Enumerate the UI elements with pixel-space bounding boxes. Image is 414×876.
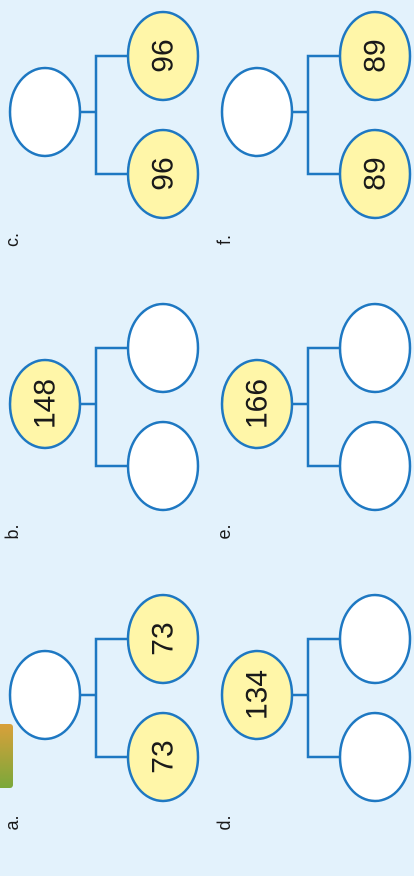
whole-oval[interactable]	[8, 66, 82, 158]
part-oval	[338, 128, 412, 220]
part-oval[interactable]	[338, 711, 412, 803]
part-oval	[126, 593, 200, 685]
part-oval[interactable]	[338, 302, 412, 394]
number-bond-d: 134 d.	[214, 593, 412, 831]
problem-label: f.	[214, 235, 234, 245]
number-bond-a: 73 73 a.	[2, 593, 200, 831]
part-oval-value: 73	[147, 622, 180, 655]
bond-connector	[289, 637, 342, 759]
whole-oval-value: 134	[241, 670, 274, 720]
part-oval	[126, 128, 200, 220]
part-oval[interactable]	[126, 420, 200, 512]
whole-oval-value: 166	[241, 379, 274, 429]
part-oval-value: 96	[147, 39, 180, 72]
number-bond-c: 96 96 c.	[2, 10, 200, 247]
problem-label: d.	[214, 815, 234, 830]
bond-connector	[77, 346, 130, 468]
whole-oval[interactable]	[8, 649, 82, 741]
bond-connector	[77, 637, 130, 759]
number-bond-b: 148 b.	[2, 302, 200, 540]
part-oval	[126, 711, 200, 803]
problem-label: a.	[2, 815, 22, 830]
part-oval[interactable]	[126, 302, 200, 394]
part-oval[interactable]	[338, 420, 412, 512]
number-bond-f: 89 89 f.	[214, 10, 412, 245]
whole-oval-value: 148	[29, 379, 62, 429]
part-oval-value: 89	[359, 157, 392, 190]
part-oval	[126, 10, 200, 102]
whole-oval	[220, 358, 294, 450]
number-bond-e: 166 e.	[214, 302, 412, 540]
whole-oval	[220, 649, 294, 741]
whole-oval	[8, 358, 82, 450]
part-oval-value: 73	[147, 740, 180, 773]
bond-connector	[289, 346, 342, 468]
part-oval-value: 96	[147, 157, 180, 190]
problem-label: c.	[2, 233, 22, 247]
part-oval[interactable]	[338, 593, 412, 685]
part-oval-value: 89	[359, 39, 392, 72]
whole-oval[interactable]	[220, 66, 294, 158]
problem-label: b.	[2, 524, 22, 539]
bond-connector	[289, 54, 342, 176]
part-oval	[338, 10, 412, 102]
decorative-pencil-icon	[0, 724, 13, 788]
bond-connector	[77, 54, 130, 176]
problem-label: e.	[214, 524, 234, 539]
